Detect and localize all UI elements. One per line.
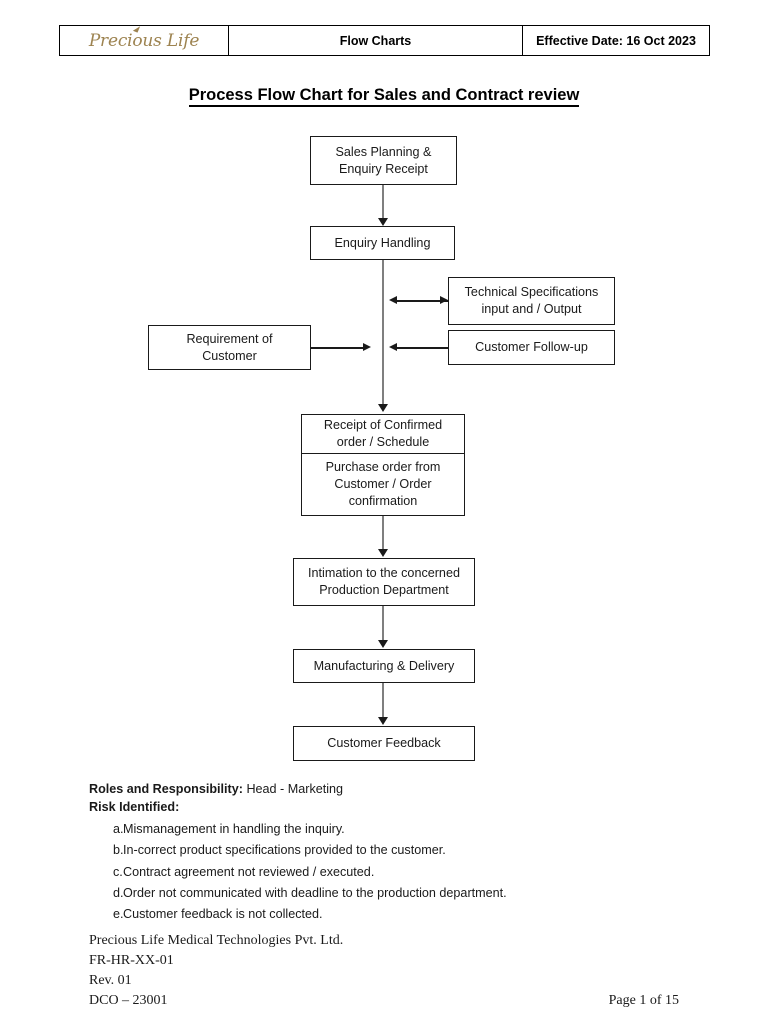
- connector-followup-arrow-left-icon: [389, 343, 397, 351]
- connector-followup-line: [393, 347, 448, 349]
- logo-text: Precious Life: [88, 30, 200, 51]
- footer-form-number: FR-HR-XX-01: [89, 952, 174, 968]
- flow-node-requirement-of-customer: Requirement of Customer: [148, 325, 311, 370]
- flow-node-label: Enquiry Handling: [334, 235, 431, 250]
- flow-node-label: Sales Planning & Enquiry Receipt: [335, 144, 432, 176]
- header-logo-cell: Precious Life: [60, 23, 229, 55]
- connector-requirement-line: [311, 347, 364, 349]
- flow-node-technical-specifications: Technical Specifications input and / Out…: [448, 277, 615, 325]
- list-marker: a.: [113, 822, 124, 836]
- flow-node-label: Customer Feedback: [327, 736, 441, 750]
- list-text: Contract agreement not reviewed / execut…: [123, 864, 375, 879]
- flow-node-purchase-order: Purchase order from Customer / Order con…: [301, 454, 465, 516]
- connector-purchase-to-intimation-arrow-icon: [378, 549, 388, 557]
- list-item: d. Order not communicated with deadline …: [89, 882, 689, 903]
- footer-page-number: Page 1 of 15: [608, 992, 679, 1008]
- page-title: Process Flow Chart for Sales and Contrac…: [0, 86, 768, 107]
- flow-node-enquiry-handling: Enquiry Handling: [310, 226, 455, 260]
- connector-enquiry-to-receipt-line: [382, 260, 384, 405]
- connector-techspec-arrow-right-icon: [440, 296, 448, 304]
- connector-manufacturing-to-feedback-arrow-icon: [378, 717, 388, 725]
- footer-dco: DCO – 23001: [89, 992, 168, 1008]
- flow-node-label: Purchase order from Customer / Order con…: [325, 460, 441, 508]
- notes-section: Roles and Responsibility: Head - Marketi…: [89, 780, 689, 925]
- connector-sales-to-enquiry-arrow-icon: [378, 218, 388, 226]
- list-text: Customer feedback is not collected.: [123, 907, 323, 921]
- connector-intimation-to-manufacturing-line: [382, 606, 384, 640]
- list-text: In-correct product specifications provid…: [123, 843, 446, 858]
- list-item: a. Mismanagement in handling the inquiry…: [89, 819, 689, 840]
- flow-node-label: Manufacturing & Delivery: [313, 658, 455, 673]
- list-text: Order not communicated with deadline to …: [123, 885, 507, 900]
- flow-node-intimation-production: Intimation to the concerned Production D…: [293, 558, 475, 606]
- flow-node-customer-follow-up: Customer Follow-up: [448, 330, 615, 365]
- flow-node-sales-planning: Sales Planning & Enquiry Receipt: [310, 136, 457, 185]
- connector-sales-to-enquiry-line: [382, 185, 384, 219]
- page-title-text: Process Flow Chart for Sales and Contrac…: [188, 86, 580, 107]
- connector-techspec-line: [393, 300, 448, 302]
- connector-techspec-arrow-left-icon: [389, 296, 397, 304]
- header-doctype-cell: Flow Charts: [229, 26, 523, 55]
- roles-label: Roles and Responsibility:: [89, 782, 243, 796]
- flow-node-receipt-of-confirmed-order: Receipt of Confirmed order / Schedule: [301, 414, 465, 454]
- flow-node-label: Requirement of Customer: [186, 331, 273, 363]
- list-marker: d.: [113, 885, 124, 900]
- list-marker: c.: [113, 864, 123, 879]
- footer-revision: Rev. 01: [89, 972, 132, 988]
- risk-label: Risk Identified:: [89, 800, 180, 815]
- list-marker: e.: [113, 907, 124, 921]
- list-item: e. Customer feedback is not collected.: [89, 904, 689, 925]
- document-header-table: Precious Life Flow Charts Effective Date…: [59, 23, 710, 56]
- flow-node-label: Receipt of Confirmed order / Schedule: [323, 418, 443, 449]
- risk-identified-row: Risk Identified:: [89, 798, 689, 816]
- header-effective-date-cell: Effective Date: 16 Oct 2023: [536, 33, 696, 48]
- list-marker: b.: [113, 843, 124, 858]
- list-item: c. Contract agreement not reviewed / exe…: [89, 861, 689, 882]
- list-item: b. In-correct product specifications pro…: [89, 840, 689, 861]
- connector-purchase-to-intimation-line: [382, 516, 384, 550]
- list-text: Mismanagement in handling the inquiry.: [123, 822, 345, 836]
- footer-company: Precious Life Medical Technologies Pvt. …: [89, 933, 344, 948]
- flow-node-customer-feedback: Customer Feedback: [293, 726, 475, 761]
- flow-node-manufacturing-delivery: Manufacturing & Delivery: [293, 649, 475, 683]
- connector-intimation-to-manufacturing-arrow-icon: [378, 640, 388, 648]
- risk-list: a. Mismanagement in handling the inquiry…: [89, 819, 689, 925]
- roles-row: Roles and Responsibility: Head - Marketi…: [89, 780, 689, 798]
- roles-value: Head - Marketing: [242, 782, 344, 796]
- flow-node-label: Technical Specifications input and / Out…: [464, 285, 599, 316]
- connector-enquiry-to-receipt-arrow-icon: [378, 404, 388, 412]
- connector-manufacturing-to-feedback-line: [382, 683, 384, 717]
- document-footer: Precious Life Medical Technologies Pvt. …: [89, 931, 679, 1011]
- footer-last-line: DCO – 23001 Page 1 of 15: [89, 991, 679, 1011]
- connector-requirement-arrow-right-icon: [363, 343, 371, 351]
- flow-node-label: Intimation to the concerned Production D…: [308, 566, 460, 597]
- flow-node-label: Customer Follow-up: [475, 340, 588, 354]
- precious-life-logo: Precious Life: [88, 23, 200, 51]
